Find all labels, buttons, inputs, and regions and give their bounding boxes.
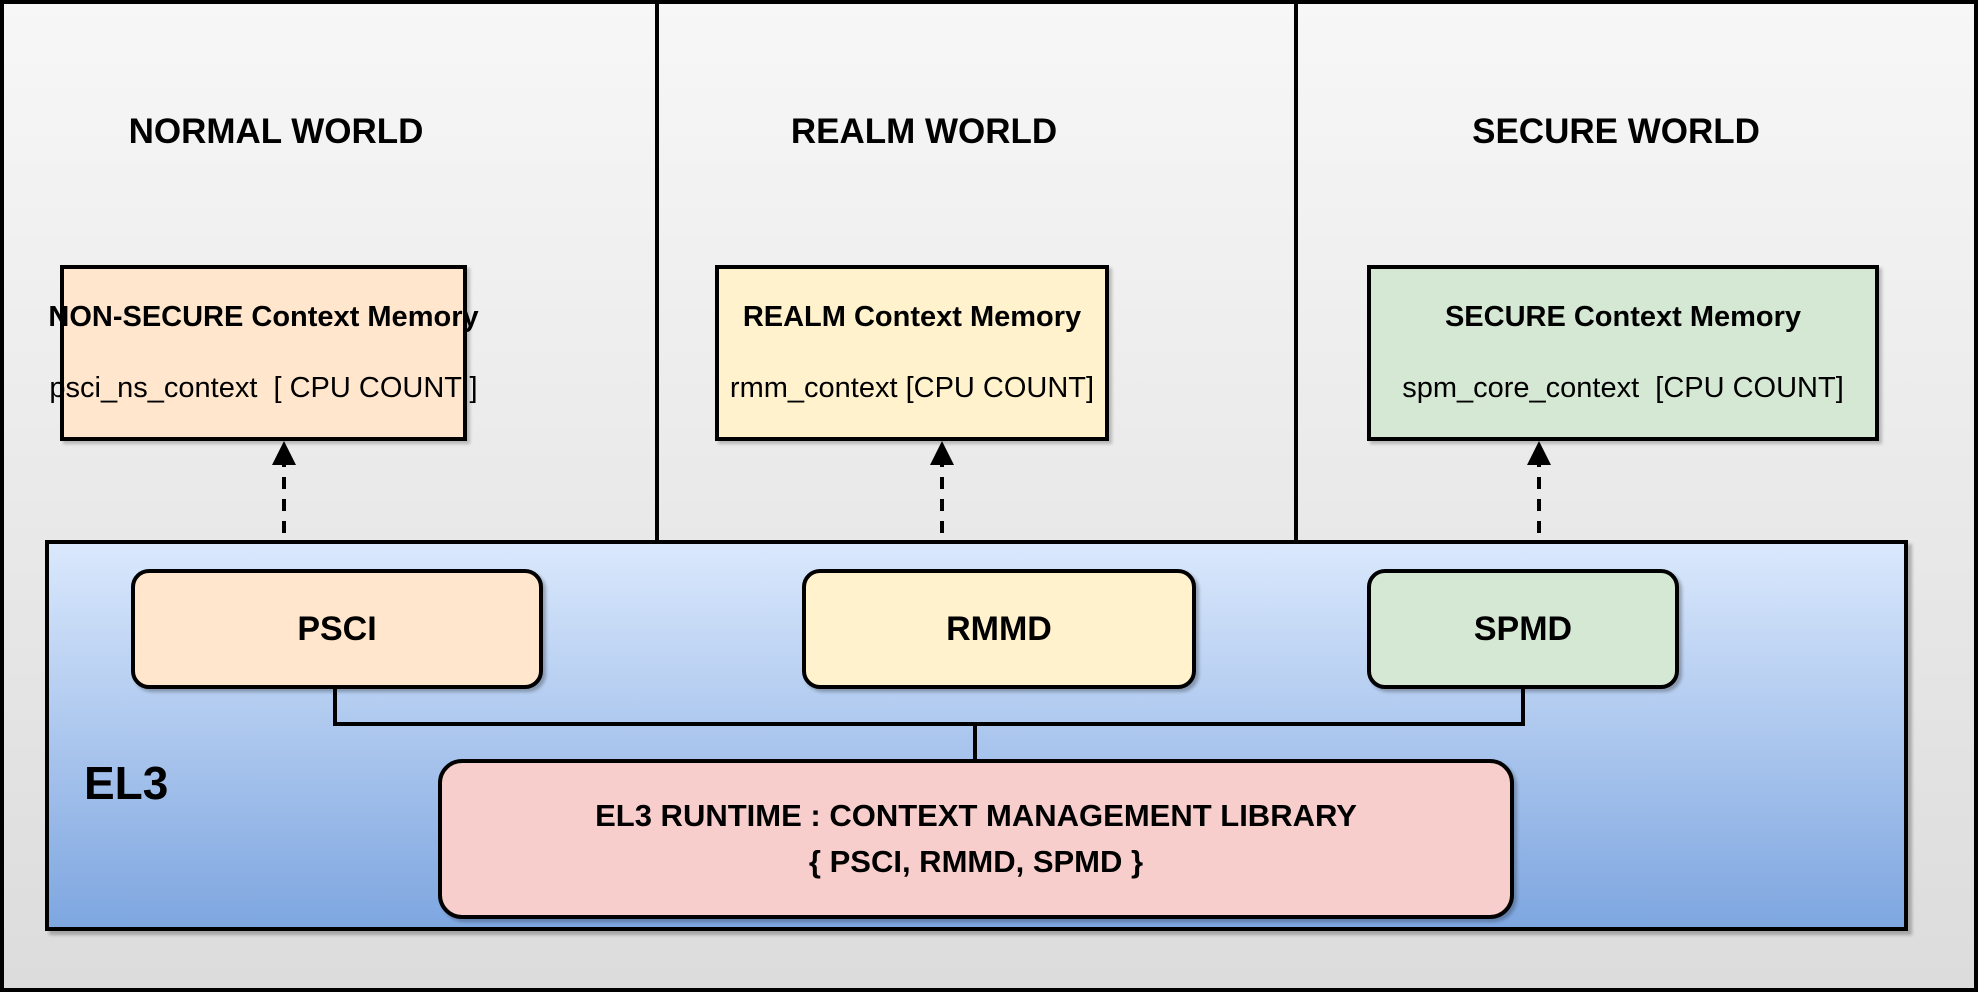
dashed-line bbox=[1537, 455, 1541, 557]
memory-box-title: SECURE Context Memory bbox=[1444, 301, 1802, 333]
connector-psci-drop bbox=[333, 689, 337, 726]
connector-runtime-drop bbox=[973, 726, 977, 763]
memory-box-variable: psci_ns_context [ CPU COUNT ] bbox=[49, 372, 478, 404]
memory-box-secure: SECURE Context Memory spm_core_context [… bbox=[1367, 265, 1879, 441]
world-title-normal: NORMAL WORLD bbox=[128, 112, 424, 151]
dashed-line bbox=[940, 455, 944, 557]
world-title-realm: REALM WORLD bbox=[790, 112, 1058, 151]
runtime-title: EL3 RUNTIME : CONTEXT MANAGEMENT LIBRARY bbox=[595, 798, 1357, 833]
memory-box-variable: spm_core_context [CPU COUNT] bbox=[1402, 372, 1844, 404]
memory-box-realm: REALM Context Memory rmm_context [CPU CO… bbox=[715, 265, 1109, 441]
world-title-secure: SECURE WORLD bbox=[1472, 112, 1760, 151]
runtime-subtitle: { PSCI, RMMD, SPMD } bbox=[808, 844, 1144, 879]
el3-label: EL3 bbox=[84, 757, 169, 809]
psci-box: PSCI bbox=[131, 569, 543, 689]
memory-box-variable: rmm_context [CPU COUNT] bbox=[729, 372, 1095, 404]
el3-runtime-box: EL3 RUNTIME : CONTEXT MANAGEMENT LIBRARY… bbox=[438, 759, 1514, 919]
divider-realm-secure bbox=[1294, 4, 1298, 544]
memory-box-title: NON-SECURE Context Memory bbox=[48, 301, 479, 333]
connector-spmd-drop bbox=[1521, 689, 1525, 726]
memory-box-title: REALM Context Memory bbox=[742, 301, 1082, 333]
connector-bus bbox=[333, 722, 1525, 726]
dashed-line bbox=[282, 455, 286, 557]
spmd-box: SPMD bbox=[1367, 569, 1679, 689]
divider-normal-realm bbox=[655, 4, 659, 544]
rmmd-box: RMMD bbox=[802, 569, 1196, 689]
memory-box-non-secure: NON-SECURE Context Memory psci_ns_contex… bbox=[48, 265, 479, 441]
